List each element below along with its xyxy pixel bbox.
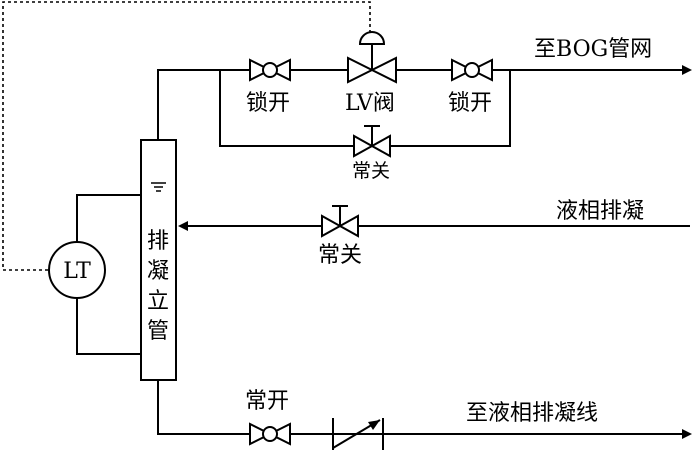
bottom-open-valve-icon <box>249 422 291 446</box>
control-signal-line <box>2 1 371 271</box>
drain-standpipe <box>140 139 177 381</box>
bottom-open-label: 常开 <box>245 389 289 414</box>
bypass-closed-label: 常关 <box>352 160 390 182</box>
bog-header-line <box>157 65 692 140</box>
lv-valve-label: LV阀 <box>345 91 395 116</box>
bypass-closed-valve-icon <box>353 125 391 158</box>
lock-open-right-label: 锁开 <box>448 91 492 116</box>
standpipe-char-3: 立 <box>147 289 169 314</box>
inlet-closed-valve-icon <box>321 205 359 238</box>
liquid-drain-inlet-label: 液相排凝 <box>556 199 644 224</box>
lock-open-left-label: 锁开 <box>246 91 290 116</box>
standpipe-char-1: 排 <box>147 229 169 254</box>
liquid-drain-outlet-line <box>157 380 692 439</box>
standpipe-char-4: 管 <box>147 319 169 344</box>
standpipe-char-2: 凝 <box>147 259 169 284</box>
liquid-level-icon <box>151 182 166 192</box>
lock-open-valve-left-icon <box>249 58 291 82</box>
inlet-closed-label: 常关 <box>318 243 362 268</box>
level-transmitter-icon <box>48 241 106 299</box>
level-transmitter-label: LT <box>63 259 91 284</box>
lv-control-valve-icon <box>347 31 397 84</box>
check-valve-icon <box>332 418 384 450</box>
bog-outlet-label: 至BOG管网 <box>534 37 652 62</box>
lt-impulse-lines <box>76 194 141 355</box>
lock-open-valve-right-icon <box>451 58 493 82</box>
liquid-drain-outlet-label: 至液相排凝线 <box>466 401 598 426</box>
